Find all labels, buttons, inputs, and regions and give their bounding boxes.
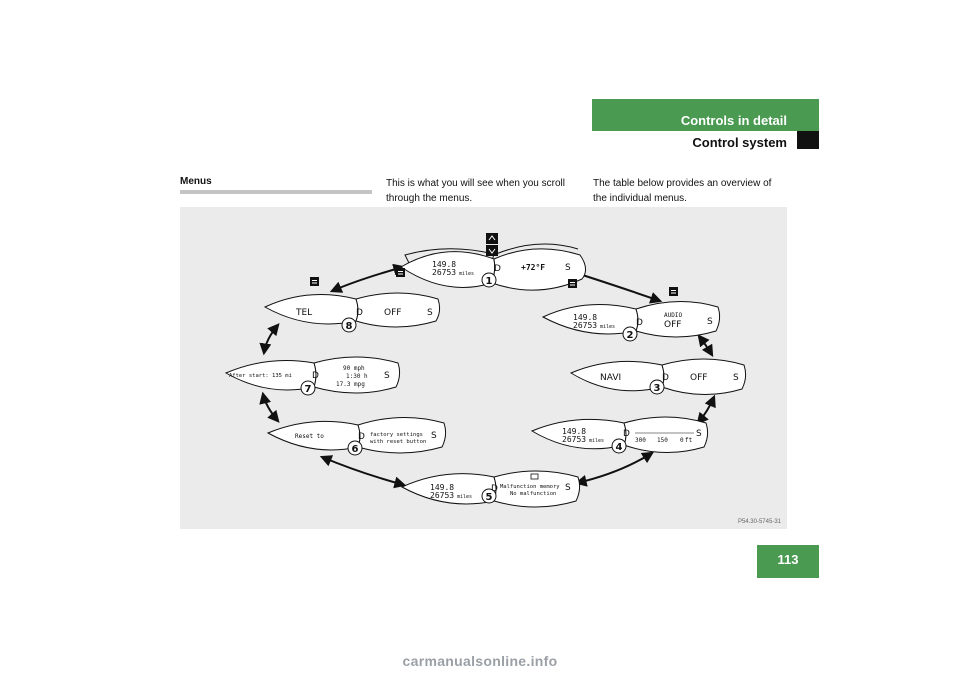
menu-4-trip: 149.8 [562,427,586,436]
menu-1-unit: miles [459,271,474,277]
watermark[interactable]: carmanualsonline.info [402,653,558,669]
menu-4-odometer: 26753 [562,435,586,444]
menu-3-d: D [662,373,669,383]
header-subtitle-area: Control system [592,131,819,151]
menu-8-d: D [356,308,363,318]
menu-5-s: S [565,483,571,493]
menu-6-factory: factory settings [370,432,423,438]
menu-7-consumption: 17.3 mpg [336,381,365,388]
menu-7-s: S [384,371,390,381]
menu-4-scale-unit: ft [685,437,693,444]
menu-4-scale-150: 150 [657,437,668,444]
middle-column-text: This is what you will see when you scrol… [386,178,565,204]
menu-8-value: OFF [384,308,401,318]
section-heading: Menus [180,176,212,187]
header-band: Controls in detail [592,99,819,131]
header-subtitle: Control system [692,135,787,150]
menu-7 [224,356,401,394]
menu-2-odometer: 26753 [573,321,597,330]
callout-4: 4 [616,442,623,453]
menu-4-d: D [623,429,630,439]
menu-5-d: D [491,484,498,494]
menu-6-button: with reset button [370,439,426,445]
menu-3-s: S [733,373,739,383]
menu-3 [569,358,747,395]
menu-8 [263,292,441,328]
right-column-text: The table below provides an overview of … [593,178,772,204]
menu-5-malfunction-memory: Malfunction memory [500,484,560,490]
callout-1: 1 [486,276,493,287]
menu-3-label: NAVI [600,373,621,383]
menu-5-unit: miles [457,494,472,500]
callout-3: 3 [654,383,661,394]
menu-4-s: S [696,429,702,439]
section-rule [180,190,372,194]
menu-icon-audio [668,286,679,297]
menu-2 [541,301,721,338]
header-title: Controls in detail [680,113,787,128]
menu-diagram: 149.8 26753 miles D +72°F S 1 TEL D OFF … [180,207,787,529]
callout-8: 8 [346,321,353,332]
menu-2-value: OFF [664,320,681,330]
menu-5 [400,470,581,508]
menu-4-scale-0: 0 [680,437,684,444]
menu-7-time: 1:30 h [346,373,368,380]
menu-4 [530,416,709,453]
menu-icon-right [567,278,578,289]
menu-8-s: S [427,308,433,318]
menu-7-after-start: After start: 135 mi [229,373,292,379]
menu-8-label: TEL [295,308,312,318]
menu-3-value: OFF [690,373,707,383]
callout-5: 5 [486,492,493,503]
header-marker [797,131,819,149]
menu-6-reset: Reset to [295,433,324,440]
menu-6-d: D [358,432,365,442]
menu-7-d: D [312,371,319,381]
figure-code: P54.30-5745-31 [737,519,781,525]
menu-1-trip: 149.8 [432,260,456,269]
menu-icon-left [395,267,406,278]
menu-5-trip: 149.8 [430,483,454,492]
callout-6: 6 [352,444,359,455]
menu-2-unit: miles [600,324,615,330]
menu-2-d: D [636,318,643,328]
menu-6 [266,417,447,454]
menu-5-no-malfunction: No malfunction [510,491,556,497]
menu-4-unit: miles [589,438,604,444]
menu-7-speed: 90 mph [343,365,365,372]
menu-icon-tel [309,276,320,287]
callout-2: 2 [627,330,634,341]
menu-2-trip: 149.8 [573,313,597,322]
menu-4-scale-300: 300 [635,437,646,444]
menu-5-odometer: 26753 [430,491,454,500]
menu-6-s: S [431,431,437,441]
callout-7: 7 [305,384,312,395]
menu-1 [400,243,586,291]
menu-1-temperature: +72°F [521,263,545,272]
menu-2-s: S [707,317,713,327]
menu-1-s: S [565,263,571,273]
menu-2-audio: AUDIO [664,312,682,319]
page-number: 113 [777,552,799,567]
menu-1-odometer: 26753 [432,268,456,277]
page-number-box: 113 [757,545,819,578]
menu-1-d: D [494,264,501,274]
